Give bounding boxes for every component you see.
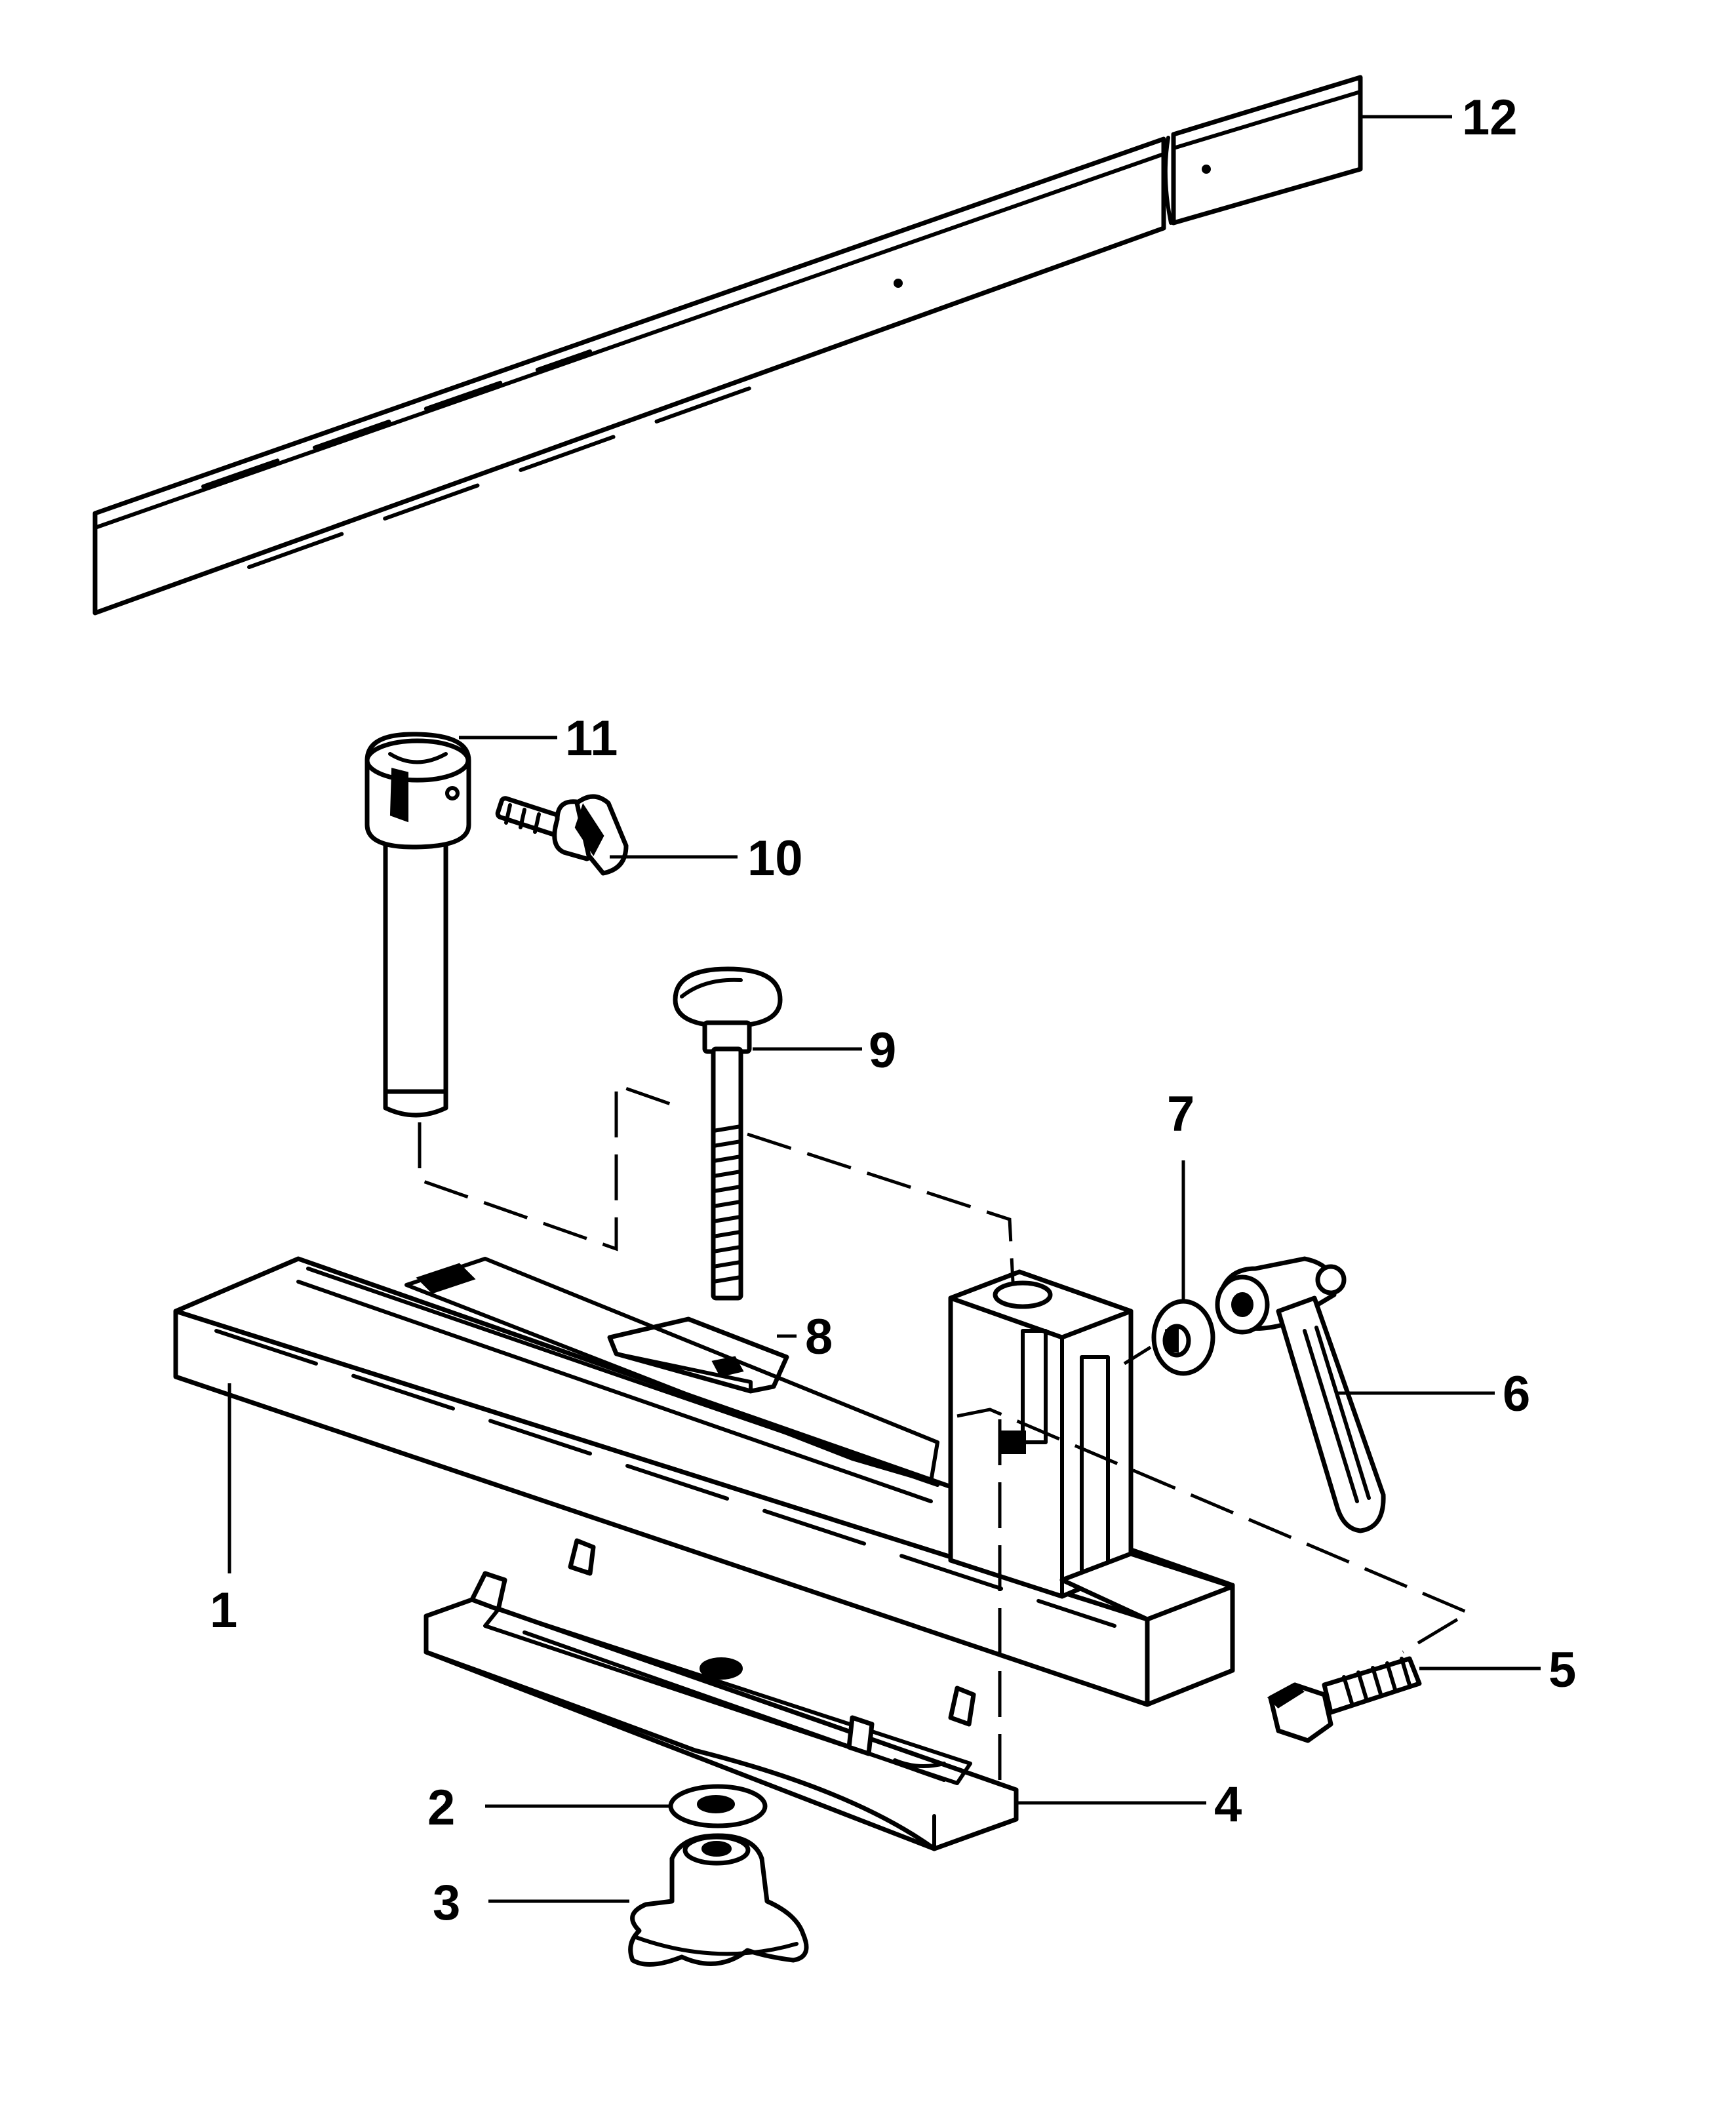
callout-7: 7 bbox=[1167, 1086, 1194, 1142]
part-2-washer bbox=[668, 1784, 768, 1828]
part-11-pivot-post bbox=[365, 732, 471, 1118]
leader-lines bbox=[227, 115, 1541, 1903]
callout-8: 8 bbox=[805, 1309, 833, 1365]
callout-6: 6 bbox=[1503, 1366, 1530, 1422]
part-8-plate-nut bbox=[607, 1316, 789, 1394]
part-10-wing-screw bbox=[495, 794, 629, 876]
part-1-main-base bbox=[173, 1256, 1235, 1707]
part-12-fence-rail bbox=[92, 75, 1363, 616]
callout-11: 11 bbox=[565, 711, 618, 766]
part-5-hex-bolt bbox=[1267, 1656, 1422, 1743]
callout-1: 1 bbox=[210, 1583, 237, 1638]
part-7-washer bbox=[1151, 1299, 1215, 1376]
callout-5: 5 bbox=[1549, 1642, 1576, 1698]
callout-3: 3 bbox=[433, 1875, 460, 1931]
assembly-lines bbox=[418, 1082, 1472, 1783]
callout-2: 2 bbox=[427, 1780, 455, 1836]
callout-10: 10 bbox=[747, 831, 803, 886]
part-9-carriage-bolt bbox=[673, 966, 783, 1301]
callout-12: 12 bbox=[1462, 90, 1518, 146]
part-4-clamp-plate bbox=[424, 1538, 1019, 1851]
callout-9: 9 bbox=[869, 1023, 896, 1078]
callout-4: 4 bbox=[1214, 1777, 1242, 1832]
callout-labels: 12 11 10 9 7 8 6 1 5 4 2 3 bbox=[210, 90, 1576, 1931]
part-3-star-knob bbox=[628, 1833, 809, 1967]
part-6-clamp-lever bbox=[1215, 1256, 1386, 1533]
